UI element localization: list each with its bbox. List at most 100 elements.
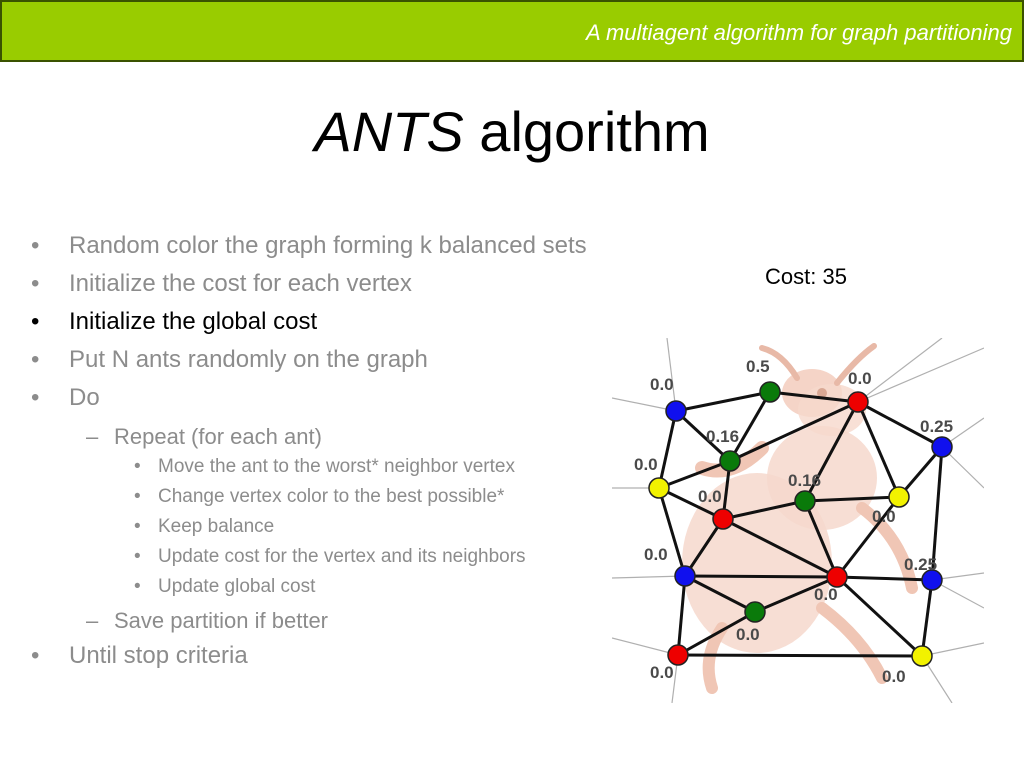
graph-vertex-red <box>667 644 689 666</box>
graph-edge <box>658 486 724 521</box>
graph-edge <box>835 575 924 658</box>
bullet-marker: • <box>31 346 40 373</box>
bullet-text: Put N ants randomly on the graph <box>69 346 428 373</box>
bullet-item: • Keep balance <box>134 516 275 538</box>
bullet-text: Initialize the cost for each vertex <box>69 270 412 297</box>
graph-edge <box>677 653 923 658</box>
graph-vertex-label: 0.5 <box>746 357 770 376</box>
bullet-marker: • <box>31 308 40 335</box>
graph-edge <box>930 446 944 581</box>
bullet-item: • Random color the graph forming k balanc… <box>31 232 587 260</box>
bullet-text: Update global cost <box>158 576 316 597</box>
bullet-item: • Initialize the cost for each vertex <box>31 270 412 298</box>
bullet-text: Repeat (for each ant) <box>114 424 322 449</box>
graph-edge <box>835 496 901 578</box>
graph-vertex-red <box>847 391 869 413</box>
graph-edge <box>722 517 838 579</box>
bullet-text: Keep balance <box>158 516 275 537</box>
header-bar: A multiagent algorithm for graph partiti… <box>0 0 1024 62</box>
bullet-marker: • <box>134 516 141 537</box>
graph-vertex-red <box>826 566 848 588</box>
graph-vertex-label: 0.25 <box>920 417 953 436</box>
graph-vertices <box>648 381 953 667</box>
graph-vertex-blue <box>931 436 953 458</box>
graph-edge <box>657 487 687 577</box>
bullet-text: Save partition if better <box>114 608 329 633</box>
bullet-item: –Save partition if better <box>86 608 329 634</box>
graph-edge <box>920 579 934 657</box>
graph-edge <box>804 495 900 503</box>
bullet-marker: • <box>134 456 141 477</box>
graph-edge <box>769 390 859 404</box>
bullet-item: • Do <box>31 384 100 412</box>
graph-edges <box>657 390 944 658</box>
bullet-item: • Put N ants randomly on the graph <box>31 346 428 374</box>
bullet-text: Do <box>69 384 100 411</box>
bullet-marker: • <box>31 642 40 669</box>
bullet-text: Random color the graph forming k balance… <box>69 232 587 259</box>
header-text: A multiagent algorithm for graph partiti… <box>586 20 1012 45</box>
bullet-item: • Move the ant to the worst* neighbor ver… <box>134 456 515 478</box>
graph-vertex-green <box>759 381 781 403</box>
bullet-text: Change vertex color to the best possible… <box>158 486 505 507</box>
graph-vertex-label: 0.0 <box>634 455 658 474</box>
graph-vertex-label: 0.0 <box>872 507 896 526</box>
bullet-marker: • <box>134 486 141 507</box>
graph-vertex-label: 0.0 <box>882 667 906 686</box>
graph-vertex-label: 0.0 <box>698 487 722 506</box>
graph-edge <box>897 446 944 498</box>
graph-vertex-red <box>712 508 734 530</box>
slide-title-rest: algorithm <box>463 100 710 163</box>
graph-edge <box>856 401 901 498</box>
bullet-text: Until stop criteria <box>69 642 248 669</box>
graph-vertex-label: 0.16 <box>706 427 739 446</box>
graph-vertex-label: 0.0 <box>644 545 668 564</box>
graph-edge <box>722 499 806 521</box>
bullet-item: • Change vertex color to the best possibl… <box>134 486 505 508</box>
graph-edge <box>658 459 731 490</box>
graph-vertex-label: 0.0 <box>814 585 838 604</box>
graph-vertex-blue <box>665 400 687 422</box>
graph-edge <box>674 409 732 463</box>
bullet-text: Update cost for the vertex and its neigh… <box>158 546 526 567</box>
graph-vertex-yellow <box>911 645 933 667</box>
graph-edge <box>657 410 678 489</box>
graph-edge <box>684 574 838 579</box>
graph-vertex-labels: 0.00.50.00.250.160.00.00.160.00.00.00.25… <box>634 357 953 686</box>
graph-edge <box>728 391 772 462</box>
graph-edge <box>683 518 725 577</box>
bullet-marker: • <box>134 576 141 597</box>
graph-vertex-label: 0.0 <box>736 625 760 644</box>
bullet-marker: • <box>31 270 40 297</box>
bullet-marker: • <box>31 232 40 259</box>
bullet-text: Move the ant to the worst* neighbor vert… <box>158 456 515 477</box>
graph-edge <box>836 575 933 582</box>
graph-edge <box>684 574 756 614</box>
bullet-marker: • <box>134 546 141 567</box>
graph-edge <box>803 500 839 578</box>
graph-vertex-blue <box>921 569 943 591</box>
bullet-text: Initialize the global cost <box>69 308 318 335</box>
graph-edge <box>729 400 859 463</box>
graph-vertex-label: 0.0 <box>848 369 872 388</box>
bullet-marker: • <box>31 384 40 411</box>
graph-vertex-green <box>719 450 741 472</box>
cost-label: Cost: 35 <box>765 264 847 289</box>
bullet-item: • Update global cost <box>134 576 316 598</box>
slide-title-italic: ANTS <box>314 100 464 163</box>
graph-vertex-yellow <box>648 477 670 499</box>
graph-vertex-label: 0.16 <box>788 471 821 490</box>
graph-vertex-yellow <box>888 486 910 508</box>
graph-vertex-blue <box>674 565 696 587</box>
graph-svg: 0.00.50.00.250.160.00.00.160.00.00.00.25… <box>612 338 984 703</box>
bullet-item: • Initialize the global cost <box>31 308 318 336</box>
graph-edge <box>857 400 943 449</box>
graph-edge <box>677 610 756 657</box>
graph-edge <box>754 575 838 614</box>
graph-outer-spokes <box>612 338 984 703</box>
bullet-item: –Repeat (for each ant) <box>86 424 322 450</box>
bullet-item: • Update cost for the vertex and its neig… <box>134 546 526 568</box>
bullet-marker: – <box>86 608 99 633</box>
graph-edge <box>803 401 860 502</box>
